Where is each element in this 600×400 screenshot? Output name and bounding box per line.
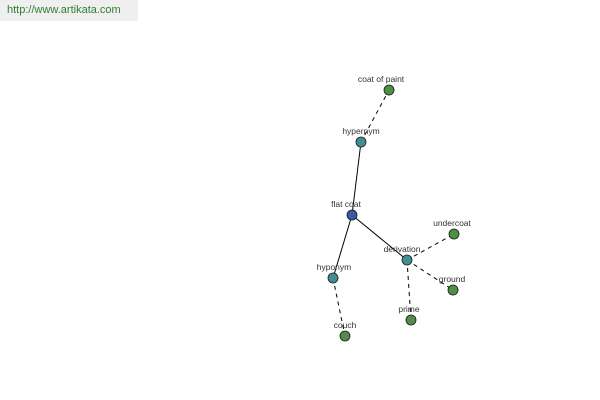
graph-edges — [332, 89, 455, 337]
node-label-coat-of-paint: coat of paint — [358, 74, 405, 84]
node-label-undercoat: undercoat — [433, 218, 471, 228]
node-couch[interactable] — [339, 330, 351, 342]
edge-flat-coat-to-hyponym — [332, 214, 353, 279]
node-label-prime: prime — [398, 304, 420, 314]
node-ground[interactable] — [447, 284, 459, 296]
node-label-flat-coat: flat coat — [331, 199, 361, 209]
node-derivation[interactable] — [401, 254, 413, 266]
edge-derivation-to-undercoat — [406, 233, 455, 261]
edge-flat-coat-to-derivation — [351, 214, 408, 261]
node-hypernym[interactable] — [355, 136, 367, 148]
edge-hyponym-to-couch — [332, 277, 346, 337]
node-flat-coat[interactable] — [346, 209, 358, 221]
node-label-ground: ground — [439, 274, 466, 284]
node-label-hyponym: hyponym — [317, 262, 352, 272]
graph-labels: flat coat hypernym coat of paint derivation… — [317, 74, 472, 330]
edge-derivation-to-prime — [406, 259, 412, 321]
graph-nodes — [327, 84, 460, 342]
node-undercoat[interactable] — [448, 228, 460, 240]
node-prime[interactable] — [405, 314, 417, 326]
node-coat-of-paint[interactable] — [383, 84, 395, 96]
node-label-derivation: derivation — [384, 244, 421, 254]
edge-hypernym-to-coat-of-paint — [360, 89, 390, 143]
source-url-banner[interactable]: http://www.artikata.com — [0, 0, 138, 21]
node-label-couch: couch — [334, 320, 357, 330]
edge-derivation-to-ground — [406, 259, 454, 291]
edge-flat-coat-to-hypernym — [351, 141, 362, 216]
node-label-hypernym: hypernym — [342, 126, 379, 136]
node-hyponym[interactable] — [327, 272, 339, 284]
